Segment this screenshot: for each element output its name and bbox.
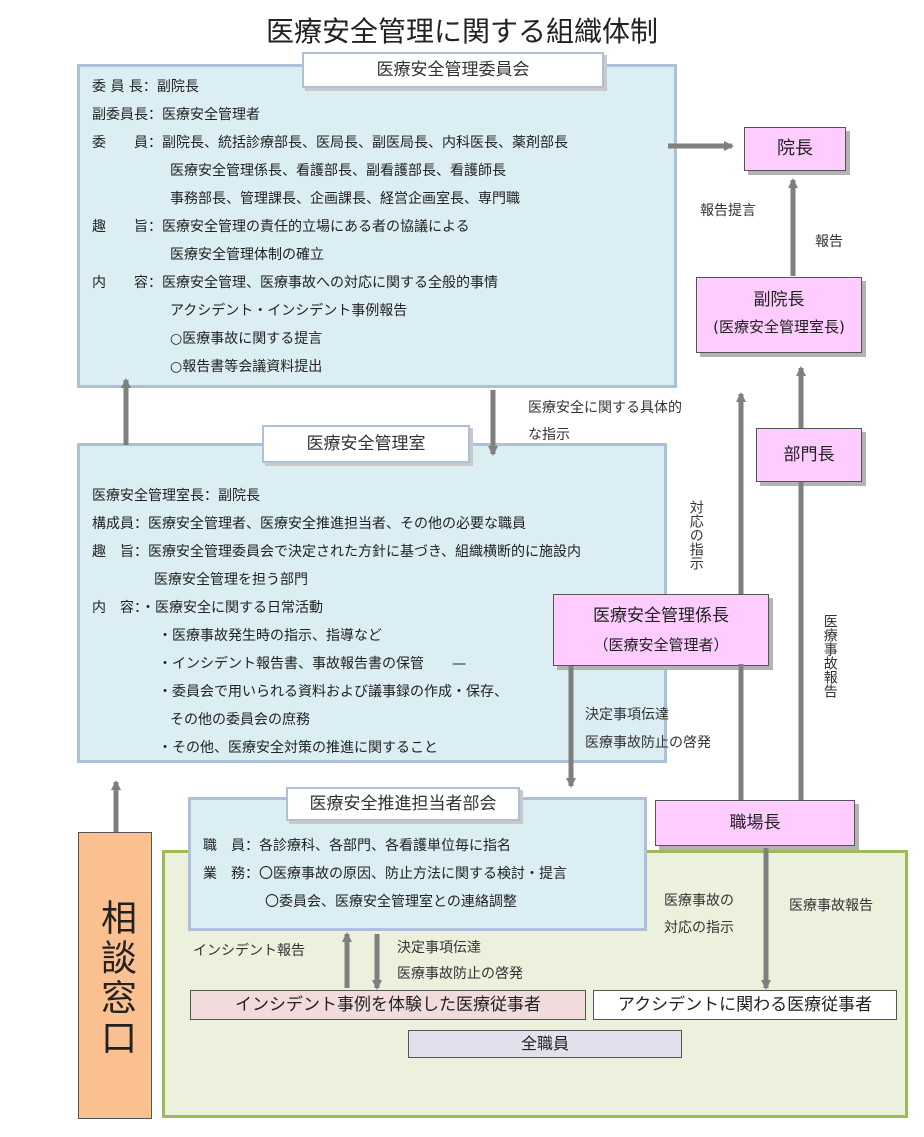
office-line: 趣 旨：医療安全管理委員会で決定された方針に基づき、組織横断的に施設内 (92, 544, 582, 560)
vice-director-label: 副院長 (753, 290, 805, 310)
dept-head-box: 部門長 (756, 428, 862, 482)
safety-chief-label: 医療安全管理係長 (593, 606, 729, 626)
office-line: 構成員：医療安全管理者、医療安全推進担当者、その他の必要な職員 (92, 516, 526, 532)
committee-line: 委 員 長：副院長 (92, 79, 199, 95)
promoters-line: 業 務：〇医療事故の原因、防止方法に関する検討・提言 (203, 866, 567, 882)
safety-chief-box: 医療安全管理係長 （医療安全管理者） (553, 594, 769, 666)
office-line: ・その他、医療安全対策の推進に関すること (158, 740, 438, 756)
office-header: 医療安全管理室 (262, 425, 470, 463)
committee-line: 趣 旨：医療安全管理の責任的立場にある者の協議による (92, 219, 470, 235)
label-report-proposal: 報告提言 (700, 203, 756, 219)
director-box: 院長 (744, 127, 846, 171)
committee-line: ○報告書等会議資料提出 (170, 359, 323, 375)
committee-line: 事務部長、管理課長、企画課長、経営企画室長、専門職 (170, 191, 520, 207)
label-response-instruction: 対応の指示 (687, 500, 704, 570)
label-incident-report: インシデント報告 (193, 943, 305, 959)
label-accident-report-vertical: 医療事故報告 (821, 614, 838, 698)
consult-box: 相談窓口 (78, 832, 152, 1119)
office-line: 医療安全管理室長：副院長 (92, 488, 260, 504)
label-report: 報告 (815, 234, 843, 250)
label-accident-response-1: 医療事故の (664, 893, 734, 909)
office-line: その他の委員会の庶務 (170, 712, 310, 728)
office-line: ・委員会で用いられる資料および議事録の作成・保存、 (158, 684, 508, 700)
office-line: ・医療事故発生時の指示、指導など (158, 628, 382, 644)
office-line: ・インシデント報告書、事故報告書の保管 — (158, 656, 466, 672)
office-line: 内 容：・医療安全に関する日常活動 (92, 600, 323, 616)
committee-line: 医療安全管理体制の確立 (170, 247, 324, 263)
committee-line: ○医療事故に関する提言 (170, 331, 323, 347)
workplace-head-box: 職場長 (655, 800, 855, 846)
vice-director-sub-label: (医療安全管理室長) (713, 318, 845, 336)
page-title: 医療安全管理に関する組織体制 (265, 15, 658, 48)
label-decision-1: 決定事項伝達 (585, 707, 669, 723)
label-specific-instruction-2: な指示 (528, 427, 570, 443)
incident-staff-box: インシデント事例を体験した医療従事者 (190, 990, 586, 1020)
label-decision-2: 医療事故防止の啓発 (585, 735, 711, 751)
consult-label: 相談窓口 (95, 899, 136, 1059)
all-staff-box: 全職員 (408, 1030, 682, 1058)
committee-panel: 委 員 長：副院長 副委員長：医療安全管理者 委 員：副院長、統括診療部長、医局… (77, 64, 677, 388)
label-accident-response-2: 対応の指示 (664, 920, 734, 936)
promoters-line: 職 員：各診療科、各部門、各看護単位毎に指名 (203, 838, 511, 854)
committee-line: 副委員長：医療安全管理者 (92, 107, 260, 123)
accident-staff-box: アクシデントに関わる医療従事者 (593, 990, 897, 1020)
label-specific-instruction-1: 医療安全に関する具体的 (528, 400, 682, 416)
label-decision-3: 決定事項伝達 (397, 940, 481, 956)
committee-line: 医療安全管理係長、看護部長、副看護部長、看護師長 (170, 163, 506, 179)
committee-line: 内 容：医療安全管理、医療事故への対応に関する全般的事情 (92, 275, 498, 291)
promoters-header: 医療安全推進担当者部会 (286, 787, 520, 821)
committee-line: 委 員：副院長、統括診療部長、医局長、副医局長、内科医長、薬剤部長 (92, 135, 568, 151)
promoters-line: 〇委員会、医療安全管理室との連絡調整 (265, 894, 517, 910)
office-line: 医療安全管理を担う部門 (154, 572, 308, 588)
label-decision-4: 医療事故防止の啓発 (397, 966, 523, 982)
committee-header: 医療安全管理委員会 (302, 52, 604, 88)
committee-line: アクシデント・インシデント事例報告 (170, 303, 408, 319)
label-accident-report: 医療事故報告 (789, 898, 873, 914)
safety-chief-sub-label: （医療安全管理者） (593, 636, 729, 654)
vice-director-box: 副院長 (医療安全管理室長) (696, 277, 862, 353)
